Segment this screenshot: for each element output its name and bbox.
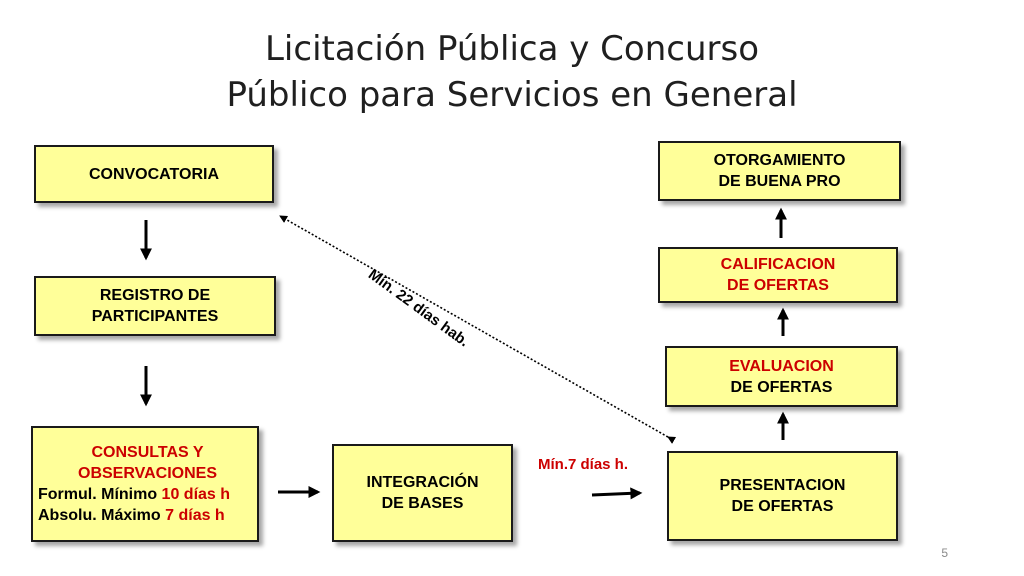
- slide-title: Licitación Pública y Concurso Público pa…: [0, 26, 1024, 118]
- formul-row: Formul. Mínimo 10 días h: [38, 484, 230, 505]
- dotted-arrow-presentacion-to-convocatoria: [279, 215, 677, 444]
- integracion-bases-box: INTEGRACIÓN DE BASES: [332, 444, 513, 542]
- calificacion-line-1: CALIFICACION: [720, 256, 836, 273]
- consultas-line-2: OBSERVACIONES: [78, 465, 217, 482]
- absolu-row: Absolu. Máximo 7 días h: [38, 505, 225, 526]
- registro-line-1: REGISTRO DE: [99, 287, 211, 304]
- formul-label: Formul. Mínimo: [38, 486, 162, 503]
- arrow-integracion-to-presentacion: [591, 487, 643, 500]
- convocatoria-box: CONVOCATORIA: [34, 145, 274, 203]
- calificacion-ofertas-box: CALIFICACION DE OFERTAS: [658, 247, 898, 303]
- consultas-observaciones-box: CONSULTAS Y OBSERVACIONES Formul. Mínimo…: [31, 426, 259, 542]
- min-7-dias-label: Mín.7 días h.: [538, 456, 629, 473]
- formul-value: 10 días h: [161, 486, 231, 503]
- otorgamiento-line-1: OTORGAMIENTO: [713, 152, 846, 169]
- registro-participantes-box: REGISTRO DE PARTICIPANTES: [34, 276, 276, 336]
- otorgamiento-buena-pro-box: OTORGAMIENTO DE BUENA PRO: [658, 141, 901, 201]
- title-line-2: Público para Servicios en General: [226, 75, 798, 115]
- evaluacion-line-2: DE OFERTAS: [730, 378, 833, 396]
- calificacion-line-2: DE OFERTAS: [727, 277, 829, 294]
- evaluacion-ofertas-box: EVALUACION DE OFERTAS: [665, 346, 898, 407]
- presentacion-line-2: DE OFERTAS: [731, 498, 834, 515]
- integracion-line-1: INTEGRACIÓN: [366, 474, 479, 491]
- presentacion-line-1: PRESENTACION: [719, 477, 846, 494]
- title-line-1: Licitación Pública y Concurso: [264, 29, 759, 69]
- registro-line-2: PARTICIPANTES: [91, 308, 219, 325]
- absolu-label: Absolu. Máximo: [38, 507, 166, 524]
- otorgamiento-line-2: DE BUENA PRO: [718, 173, 841, 190]
- evaluacion-line-1: EVALUACION: [729, 357, 834, 375]
- page-number: 5: [941, 546, 948, 560]
- convocatoria-text: CONVOCATORIA: [88, 165, 220, 183]
- integracion-line-2: DE BASES: [381, 495, 464, 512]
- presentacion-ofertas-box: PRESENTACION DE OFERTAS: [667, 451, 898, 541]
- absolu-value: 7 días h: [165, 507, 225, 524]
- consultas-line-1: CONSULTAS Y: [91, 444, 204, 461]
